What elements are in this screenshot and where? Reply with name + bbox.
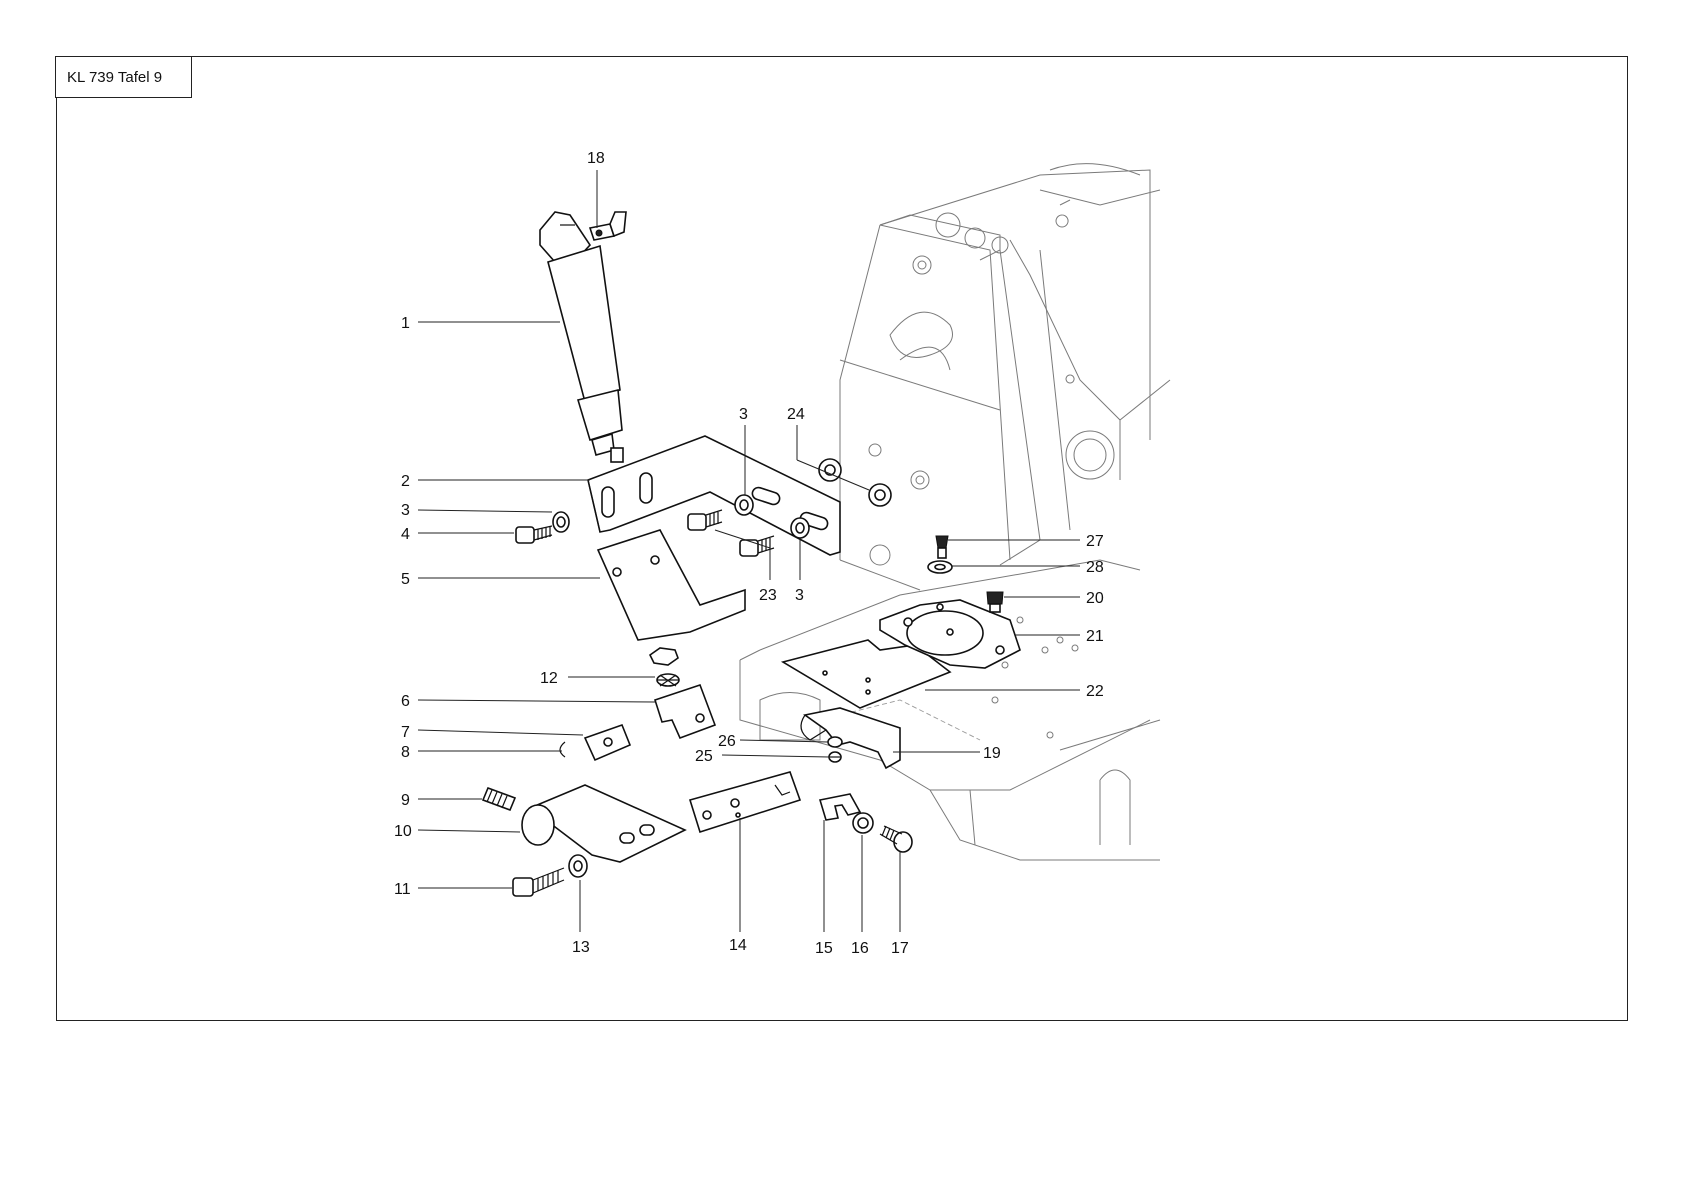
part-8-clip bbox=[560, 742, 565, 757]
part-26-washer bbox=[828, 737, 842, 747]
callout-20: 20 bbox=[1086, 590, 1104, 607]
callout-18: 18 bbox=[587, 150, 605, 167]
callout-9: 9 bbox=[401, 792, 410, 809]
callout-12: 12 bbox=[540, 670, 558, 687]
callout-17: 17 bbox=[891, 940, 909, 957]
callout-25: 25 bbox=[695, 748, 713, 765]
callout-1: 1 bbox=[401, 315, 410, 332]
part-11-screw bbox=[513, 868, 564, 896]
part-17-screw bbox=[880, 826, 912, 852]
part-7-slider bbox=[585, 725, 630, 760]
callout-7: 7 bbox=[401, 724, 410, 741]
part-6-block bbox=[655, 685, 715, 738]
part-18-elbow-fitting bbox=[590, 212, 626, 240]
callout-3-left: 3 bbox=[401, 502, 410, 519]
part-28-washer bbox=[928, 561, 952, 573]
part-25-screw bbox=[829, 752, 841, 762]
machine-housing-outline bbox=[840, 164, 1170, 590]
callout-26: 26 bbox=[718, 733, 736, 750]
part-12-nut bbox=[650, 648, 679, 686]
part-16-washer bbox=[853, 813, 873, 833]
part-20-screw bbox=[987, 592, 1003, 612]
part-3-washer-left bbox=[553, 512, 569, 532]
callout-23: 23 bbox=[759, 587, 777, 604]
sheet-title: KL 739 Tafel 9 bbox=[67, 69, 162, 86]
part-10-cylinder-mount bbox=[522, 785, 685, 862]
part-4-screw bbox=[516, 526, 552, 543]
part-15-bracket bbox=[820, 794, 860, 820]
part-5-mounting-plate bbox=[598, 530, 745, 640]
callout-3-top: 3 bbox=[739, 406, 748, 423]
callout-27: 27 bbox=[1086, 533, 1104, 550]
callout-19: 19 bbox=[983, 745, 1001, 762]
callout-13: 13 bbox=[572, 939, 590, 956]
callout-6: 6 bbox=[401, 693, 410, 710]
part-13-washer bbox=[569, 855, 587, 877]
callout-3-bottom: 3 bbox=[795, 587, 804, 604]
part-9-setscrew bbox=[483, 788, 515, 810]
callout-5: 5 bbox=[401, 571, 410, 588]
callout-22: 22 bbox=[1086, 683, 1104, 700]
callout-2: 2 bbox=[401, 473, 410, 490]
callout-21: 21 bbox=[1086, 628, 1104, 645]
part-14-plate bbox=[690, 772, 800, 832]
callout-10: 10 bbox=[394, 823, 412, 840]
callout-11: 11 bbox=[394, 881, 411, 898]
callout-8: 8 bbox=[401, 744, 410, 761]
part-1-air-cylinder bbox=[540, 212, 623, 462]
part-27-screw bbox=[936, 536, 948, 558]
sheet-title-box: KL 739 Tafel 9 bbox=[55, 56, 192, 98]
callout-24: 24 bbox=[787, 406, 805, 423]
part-19-fork bbox=[801, 708, 900, 768]
callout-15: 15 bbox=[815, 940, 833, 957]
callout-16: 16 bbox=[851, 940, 869, 957]
callout-4: 4 bbox=[401, 526, 410, 543]
callout-28: 28 bbox=[1086, 559, 1104, 576]
callout-14: 14 bbox=[729, 937, 747, 954]
